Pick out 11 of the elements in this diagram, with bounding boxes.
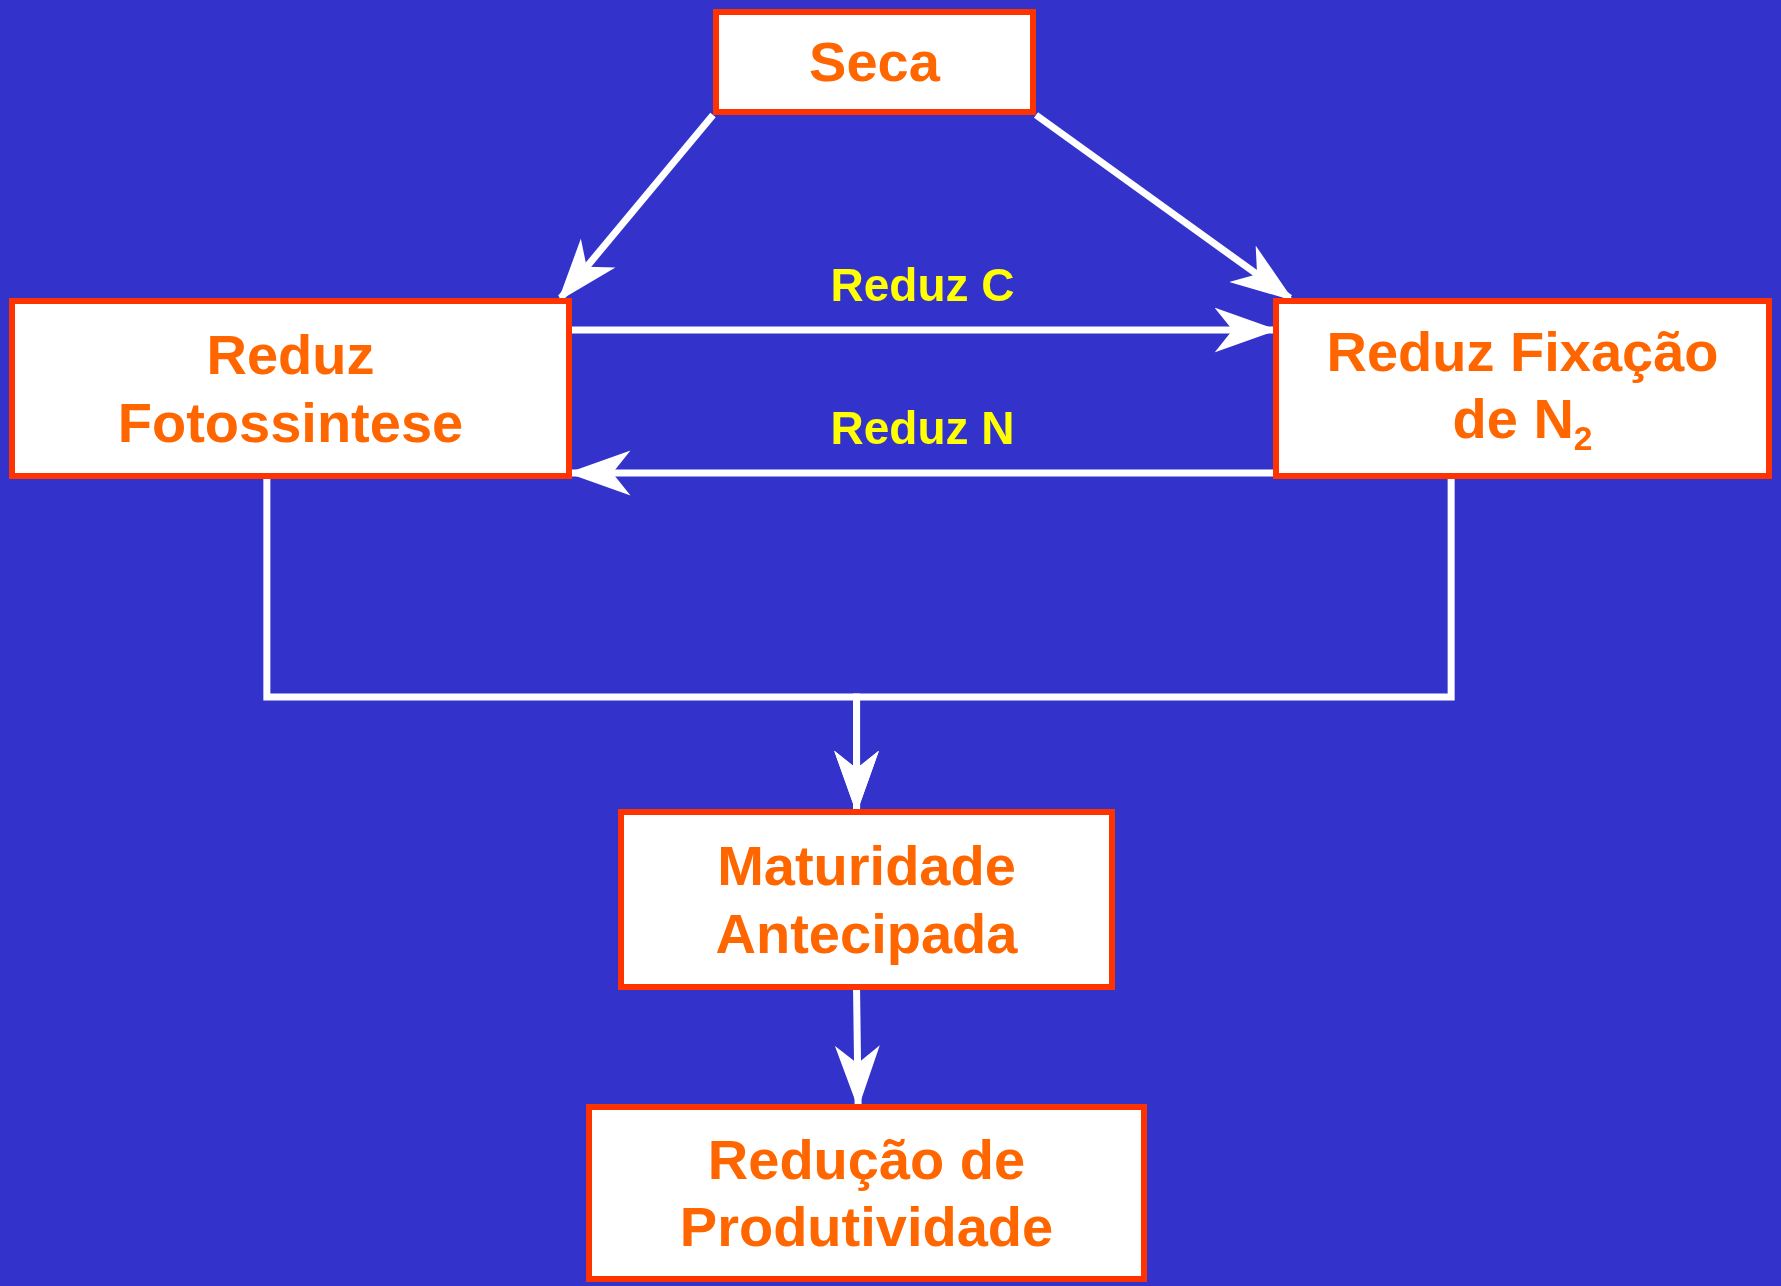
node-text: Reduz Fotossintese [116, 322, 465, 456]
process-box [713, 9, 1036, 115]
node-text: Seca [809, 29, 940, 96]
node-text: Redução de Produtividade [678, 1126, 1055, 1260]
process-box [9, 298, 572, 479]
node-text: Reduz Fixação de N$_{2}$ [1325, 318, 1720, 460]
node-text: Maturidade Antecipada [714, 833, 1019, 967]
process-box [586, 1104, 1147, 1282]
process-box [1273, 298, 1772, 479]
arrow [1033, 112, 1294, 301]
process-box [618, 809, 1115, 990]
